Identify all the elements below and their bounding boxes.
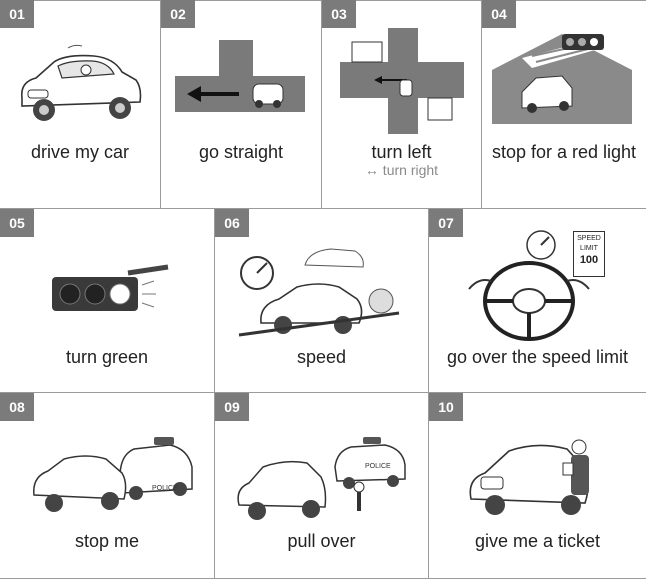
ticket-illustration [469,439,589,515]
police-car-text: POLICE [365,463,391,470]
card-number: 10 [429,393,463,421]
pull-over-illustration [237,437,406,520]
card-give-me-a-ticket: 10 give me a ticket [429,393,646,578]
row-divider [0,208,646,209]
card-number: 07 [429,209,463,237]
police-stop-illustration [33,437,193,512]
card-sublabel: ↔ turn right [364,162,439,178]
card-number: 03 [322,0,356,28]
crosswalk-illustration [492,34,632,124]
sign-line-speed: SPEED [577,235,601,242]
column-divider [321,0,322,208]
card-number: 04 [482,0,516,28]
row-divider [0,392,646,393]
card-number: 09 [215,393,249,421]
card-stop-for-red-light: 04 stop for a red light [482,0,646,208]
card-label: give me a ticket [474,531,601,551]
card-number: 02 [161,0,195,28]
intersection-illustration [340,28,464,134]
police-car-text: POLICE [152,485,178,492]
column-divider [428,208,429,578]
sign-value: 100 [579,254,599,266]
card-speed: 06 speed [215,209,428,392]
road-arrow-illustration [175,40,305,112]
card-label: stop me [74,531,140,551]
card-label: turn left [371,142,432,162]
card-turn-green: 05 turn green [0,209,214,392]
steering-wheel-illustration [468,230,590,341]
card-number: 08 [0,393,34,421]
column-divider [214,208,215,578]
speed-limit-sign: SPEED LIMIT 100 [573,231,605,277]
card-go-over-speed-limit: 07 SPEED LIMIT 100 go over the speed lim… [429,209,646,392]
card-number: 06 [215,209,249,237]
card-stop-me: 08 POLICE stop me [0,393,214,578]
speeding-car-illustration [238,248,400,337]
card-pull-over: 09 POLICE pull over [215,393,428,578]
card-number: 05 [0,209,34,237]
card-label: turn green [65,347,149,367]
card-label: go over the speed limit [446,347,629,367]
card-label: speed [296,347,347,367]
card-drive-my-car: 01 drive my car [0,0,160,208]
car-illustration [20,44,142,121]
card-label: drive my car [30,142,129,162]
card-number: 01 [0,0,34,28]
card-go-straight: 02 go straight [161,0,321,208]
sign-line-limit: LIMIT [580,245,598,252]
card-turn-left: 03 turn left ↔ turn right [322,0,481,208]
card-label: pull over [287,531,356,551]
column-divider [481,0,482,208]
bottom-border [0,578,646,579]
card-label: go straight [198,142,284,162]
traffic-light-illustration [52,264,169,311]
card-label: stop for a red light [491,142,637,162]
column-divider [160,0,161,208]
